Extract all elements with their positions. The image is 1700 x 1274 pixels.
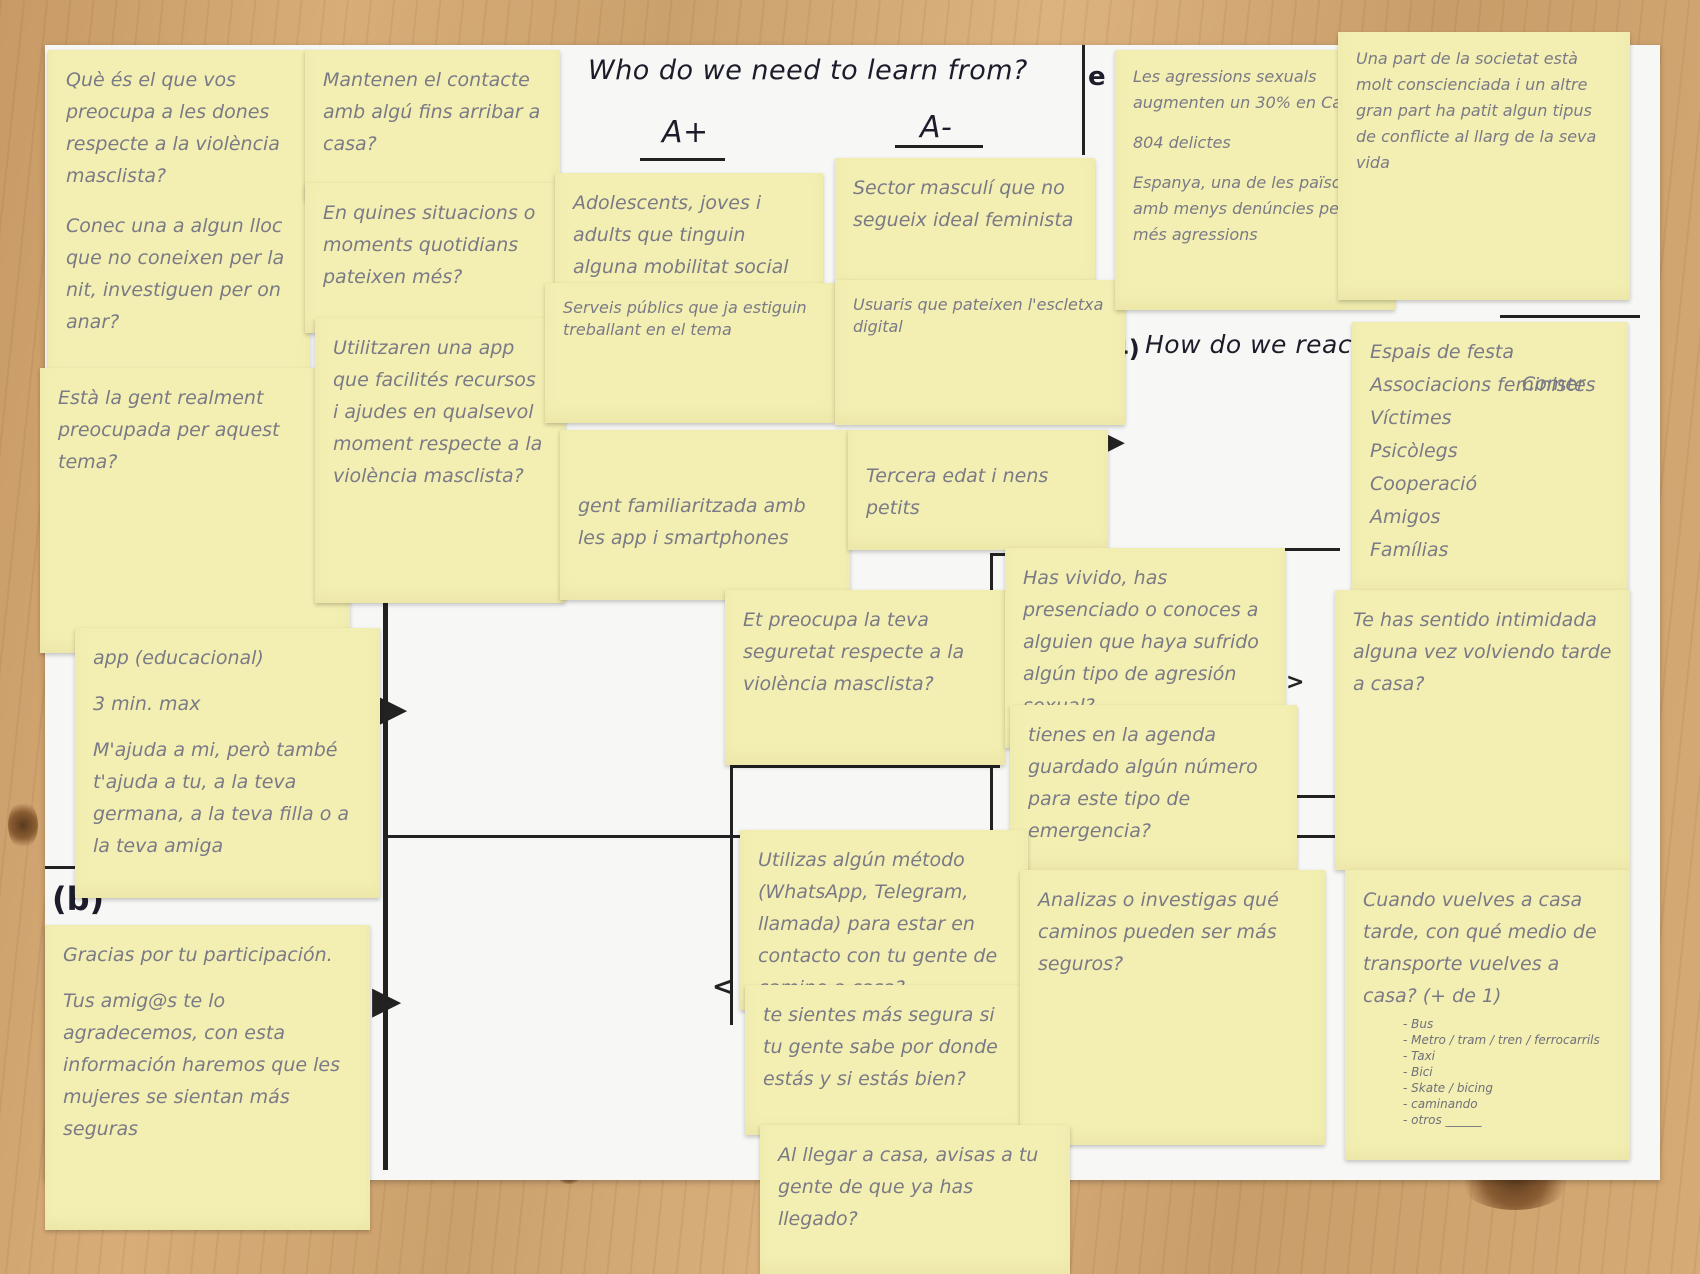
persona-minus-underline xyxy=(895,145,983,148)
note-text: Cuando vuelves a casa tarde, con qué med… xyxy=(1363,889,1597,1007)
arrow-right-icon: ▶ xyxy=(1108,430,1125,455)
channel-side-note: Comer xyxy=(1522,373,1585,395)
note-text: Te has sentido intimidada alguna vez vol… xyxy=(1353,609,1612,695)
transport-options-list: - Bus - Metro / tram / tren / ferrocarri… xyxy=(1403,1016,1612,1128)
note-text: Et preocupa la teva seguretat respecte a… xyxy=(743,609,965,695)
sticky-note-survey-question: te sientes más segura si tu gente sabe p… xyxy=(745,985,1030,1135)
sticky-note-survey-question: Cuando vuelves a casa tarde, con qué med… xyxy=(1345,870,1630,1160)
poster-divider-line xyxy=(45,866,85,869)
note-text: 3 min. max xyxy=(93,693,201,715)
note-text: Usuaris que pateixen l'escletxa digital xyxy=(853,295,1104,336)
arrow-right-icon: ▶ xyxy=(372,978,402,1022)
sticky-note-persona: Sector masculí que no segueix ideal femi… xyxy=(835,158,1095,288)
poster-divider-line xyxy=(383,580,388,1170)
note-text: Mantenen el contacte amb algú fins arrib… xyxy=(323,69,541,155)
sticky-note-survey-question: Al llegar a casa, avisas a tu gente de q… xyxy=(760,1125,1070,1274)
note-text: En quines situacions o moments quotidian… xyxy=(323,202,536,288)
label-persona-plus: A+ xyxy=(662,115,709,150)
note-text: 804 delictes xyxy=(1133,133,1231,152)
transport-option: - Bus xyxy=(1403,1017,1434,1031)
arrow-right-icon: ▶ xyxy=(378,686,408,730)
transport-option: - otros ______ xyxy=(1403,1113,1482,1127)
note-text: Les agressions sexuals augmenten un 30% … xyxy=(1133,67,1349,112)
channel-item: Espais de festa xyxy=(1370,341,1514,363)
note-text: tienes en la agenda guardado algún númer… xyxy=(1028,724,1258,842)
channel-item: Cooperació xyxy=(1370,473,1478,495)
channel-item: Famílias xyxy=(1370,539,1449,561)
transport-option: - Skate / bicing xyxy=(1403,1081,1493,1095)
label-persona-minus: A- xyxy=(920,110,953,145)
note-text: Serveis públics que ja estiguin treballa… xyxy=(563,298,807,339)
wood-knot xyxy=(8,800,38,850)
sticky-note-survey-question: Utilizas algún método (WhatsApp, Telegra… xyxy=(740,830,1028,1010)
poster-divider-line xyxy=(1500,315,1640,318)
note-text: Espanya, una de les països amb menys den… xyxy=(1133,173,1350,244)
note-text: Al llegar a casa, avisas a tu gente de q… xyxy=(778,1144,1039,1230)
sticky-note-question: Està la gent realment preocupada per aqu… xyxy=(40,368,350,653)
transport-option: - caminando xyxy=(1403,1097,1478,1111)
poster-divider-line xyxy=(1082,45,1085,155)
arrow-right-icon: > xyxy=(1286,670,1305,695)
sticky-note-concept: app (educacional) 3 min. max M'ajuda a m… xyxy=(75,628,380,898)
poster-divider-line xyxy=(730,765,733,1025)
note-text: Està la gent realment preocupada per aqu… xyxy=(58,387,280,473)
sticky-note-persona: Serveis públics que ja estiguin treballa… xyxy=(545,283,835,423)
sticky-note-question: Utilitzaren una app que facilités recurs… xyxy=(315,318,565,603)
note-text: Utilitzaren una app que facilités recurs… xyxy=(333,337,543,487)
transport-option: - Taxi xyxy=(1403,1049,1436,1063)
channel-item: Víctimes xyxy=(1370,407,1452,429)
heading-who-to-learn-from: Who do we need to learn from? xyxy=(588,55,1028,86)
sticky-note-persona: Usuaris que pateixen l'escletxa digital xyxy=(835,280,1125,425)
note-text: Utilizas algún método (WhatsApp, Telegra… xyxy=(758,849,998,999)
transport-option: - Bici xyxy=(1403,1065,1433,1079)
note-text: app (educacional) xyxy=(93,647,264,669)
sticky-note-fact: Una part de la societat està molt consci… xyxy=(1338,32,1630,300)
section-e-badge: e xyxy=(1088,62,1106,92)
sticky-note-survey-question: Analizas o investigas qué caminos pueden… xyxy=(1020,870,1325,1145)
sticky-note-persona: Tercera edat i nens petits xyxy=(848,430,1108,550)
sticky-note-question: En quines situacions o moments quotidian… xyxy=(305,183,560,333)
channel-item: Psicòlegs xyxy=(1370,440,1458,462)
note-text: Què és el que vos preocupa a les dones r… xyxy=(66,69,280,187)
note-text: te sientes más segura si tu gente sabe p… xyxy=(763,1004,998,1090)
note-text: gent familiaritzada amb les app i smartp… xyxy=(578,495,806,549)
persona-plus-underline xyxy=(640,158,725,161)
poster-divider-line xyxy=(730,765,1000,768)
note-text: Tercera edat i nens petits xyxy=(866,465,1049,519)
sticky-note-channels: Espais de festa Associacions feministes … xyxy=(1352,322,1628,594)
note-text: Una part de la societat està molt consci… xyxy=(1356,49,1597,172)
note-text: Tus amig@s te lo agradecemos, con esta i… xyxy=(63,990,340,1140)
arrow-left-icon: < xyxy=(712,972,734,1002)
note-text: Conec una a algun lloc que no coneixen p… xyxy=(66,215,285,333)
sticky-note-survey-question: Et preocupa la teva seguretat respecte a… xyxy=(725,590,1005,765)
heading-how-do-we-reach: How do we reach xyxy=(1145,330,1369,359)
channel-item: Associacions feministes xyxy=(1370,374,1596,396)
channel-item: Amigos xyxy=(1370,506,1441,528)
sticky-note-persona: gent familiaritzada amb les app i smartp… xyxy=(560,430,850,600)
sticky-note-question: Mantenen el contacte amb algú fins arrib… xyxy=(305,50,560,200)
transport-option: - Metro / tram / tren / ferrocarrils xyxy=(1403,1033,1600,1047)
note-text: M'ajuda a mi, però també t'ajuda a tu, a… xyxy=(93,739,350,857)
sticky-note-survey-question: tienes en la agenda guardado algún númer… xyxy=(1010,705,1297,870)
sticky-note-question: Què és el que vos preocupa a les dones r… xyxy=(48,50,310,420)
note-text: Sector masculí que no segueix ideal femi… xyxy=(853,177,1074,231)
note-text: Has vivido, has presenciado o conoces a … xyxy=(1023,567,1259,717)
sticky-note-thanks: Gracias por tu participación. Tus amig@s… xyxy=(45,925,370,1230)
note-text: Analizas o investigas qué caminos pueden… xyxy=(1038,889,1279,975)
note-text: Gracias por tu participación. xyxy=(63,944,333,966)
sticky-note-survey-question: Te has sentido intimidada alguna vez vol… xyxy=(1335,590,1630,870)
